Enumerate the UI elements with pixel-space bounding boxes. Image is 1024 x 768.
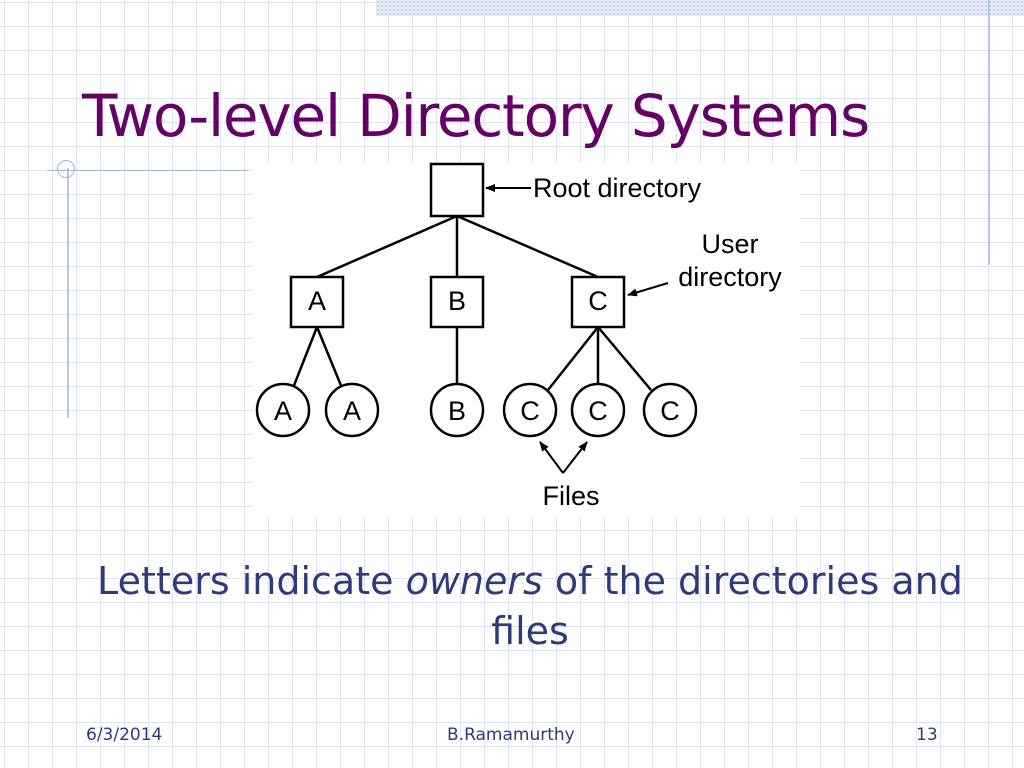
edge-c-file1 (547, 326, 599, 391)
file-c1-label: C (520, 396, 540, 426)
decorative-rule-right (988, 0, 990, 265)
caption-text-before: Letters indicate (97, 559, 406, 603)
files-arrow-left (539, 441, 564, 474)
caption-line-1: Letters indicate owners of the directori… (30, 556, 1024, 606)
user-directory-b-label: B (448, 286, 466, 316)
footer-author: B.Ramamurthy (447, 725, 575, 745)
edge-c-file3 (597, 326, 652, 391)
tree-edges (291, 214, 652, 391)
footer-page-number: 13 (916, 725, 938, 745)
file-b1-label: B (448, 396, 466, 426)
decorative-rule-left (67, 168, 69, 418)
user-directory-a-label: A (308, 286, 326, 316)
caption-text-after: of the directories and (542, 559, 963, 603)
diagram-background (252, 162, 800, 517)
user-directory-a: A (289, 275, 345, 329)
header-band (376, 0, 1024, 16)
root-directory-label: Root directory (533, 173, 702, 203)
file-node-b1: B (429, 382, 485, 438)
file-a2-label: A (343, 396, 361, 426)
caption-line-2: files (491, 609, 569, 653)
slide-title: Two-level Directory Systems (82, 82, 870, 150)
file-node-c1: C (502, 382, 558, 438)
decorative-circle-icon (57, 160, 75, 178)
file-c2-label: C (588, 396, 608, 426)
file-node-a1: A (255, 382, 311, 438)
edge-a-file2 (315, 326, 344, 389)
edge-root-c (456, 214, 599, 279)
user-label-line2: directory (678, 262, 782, 292)
annotation-arrows (485, 184, 669, 474)
files-arrow-right (562, 441, 588, 474)
root-directory-node (429, 162, 485, 218)
file-node-c2: C (570, 382, 626, 438)
footer-date: 6/3/2014 (86, 725, 163, 745)
file-a1-label: A (274, 396, 292, 426)
slide-caption: Letters indicate owners of the directori… (30, 556, 1024, 656)
user-directory-b: B (429, 275, 485, 329)
edge-root-a (316, 214, 458, 279)
user-directory-c: C (570, 275, 626, 329)
file-node-a2: A (324, 382, 380, 438)
user-directory-c-label: C (588, 286, 608, 316)
caption-emphasis: owners (405, 559, 543, 603)
user-label-line1: User (701, 229, 758, 259)
file-node-c3: C (642, 382, 698, 438)
file-c3-label: C (660, 396, 680, 426)
files-label: Files (542, 481, 599, 511)
decorative-rule-horizontal (47, 170, 247, 171)
edge-a-file1 (291, 326, 319, 389)
user-directory-arrow (627, 282, 669, 297)
